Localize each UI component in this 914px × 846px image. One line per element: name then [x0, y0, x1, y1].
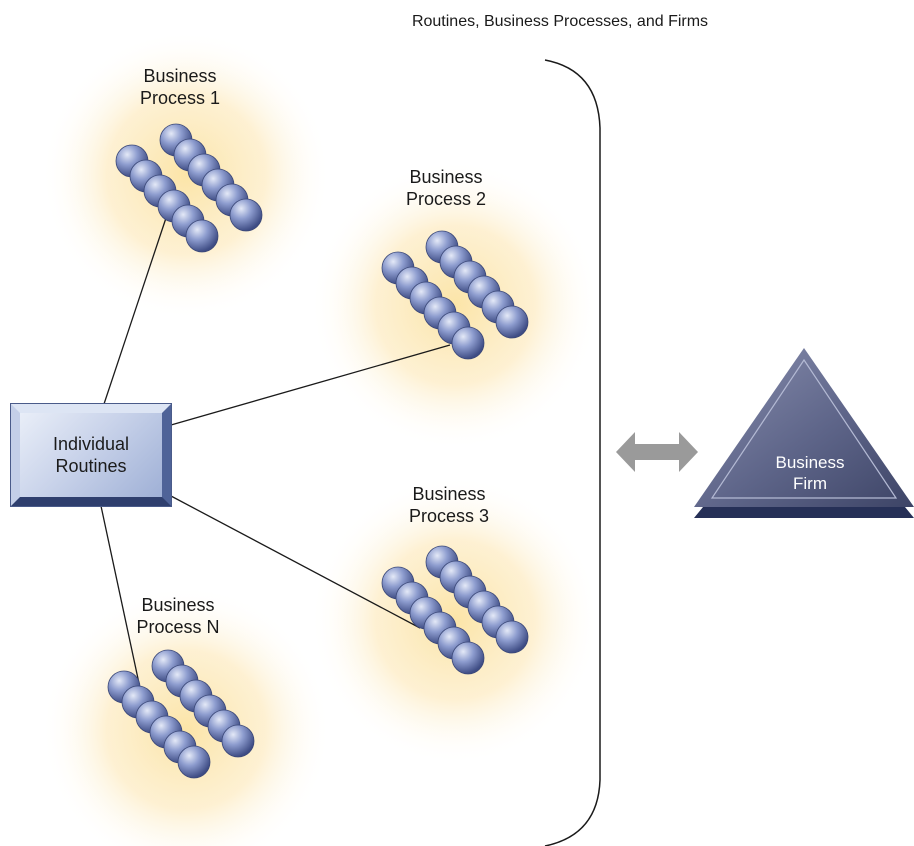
business-firm-label: Business Firm — [775, 453, 845, 493]
process-2-bead-chains — [381, 230, 529, 360]
firm-pyramid-face — [694, 348, 914, 507]
process-2-label: Business Process 2 — [405, 167, 487, 209]
firm-pyramid-base — [694, 507, 914, 518]
process-n-bead — [177, 745, 211, 779]
process-1-bead-chains — [115, 123, 263, 253]
process-2-bead — [451, 326, 485, 360]
process-3-bead — [451, 641, 485, 675]
connector-lines — [100, 211, 451, 689]
individual-routines-label: Individual Routines — [52, 434, 130, 476]
process-1-label: Business Process 1 — [139, 66, 221, 108]
process-n-label: Business Process N — [136, 595, 220, 637]
double-arrow-icon — [616, 432, 698, 472]
connector-to-process-2 — [170, 344, 451, 426]
process-3-label: Business Process 3 — [408, 484, 490, 526]
process-1-glow — [41, 30, 331, 320]
grouping-bracket — [544, 59, 601, 846]
process-1-bead — [185, 219, 219, 253]
process-n-glow — [41, 585, 331, 846]
process-n-bead — [221, 724, 255, 758]
process-2-glow — [310, 160, 600, 450]
process-2-bead — [495, 305, 529, 339]
firm-pyramid — [694, 348, 914, 518]
process-n-bead-chains — [107, 649, 255, 779]
process-3-bead — [495, 620, 529, 654]
individual-routines-box: Individual Routines — [11, 404, 171, 506]
connector-to-process-3 — [170, 495, 421, 629]
process-3-glow — [310, 475, 600, 765]
connector-to-process-n — [100, 505, 141, 689]
process-glows — [41, 30, 600, 846]
diagram-title: Routines, Business Processes, and Firms — [411, 13, 709, 30]
process-1-bead — [229, 198, 263, 232]
firm-pyramid-bevel — [710, 358, 898, 499]
process-3-bead-chains — [381, 545, 529, 675]
connector-to-process-1 — [103, 211, 169, 405]
